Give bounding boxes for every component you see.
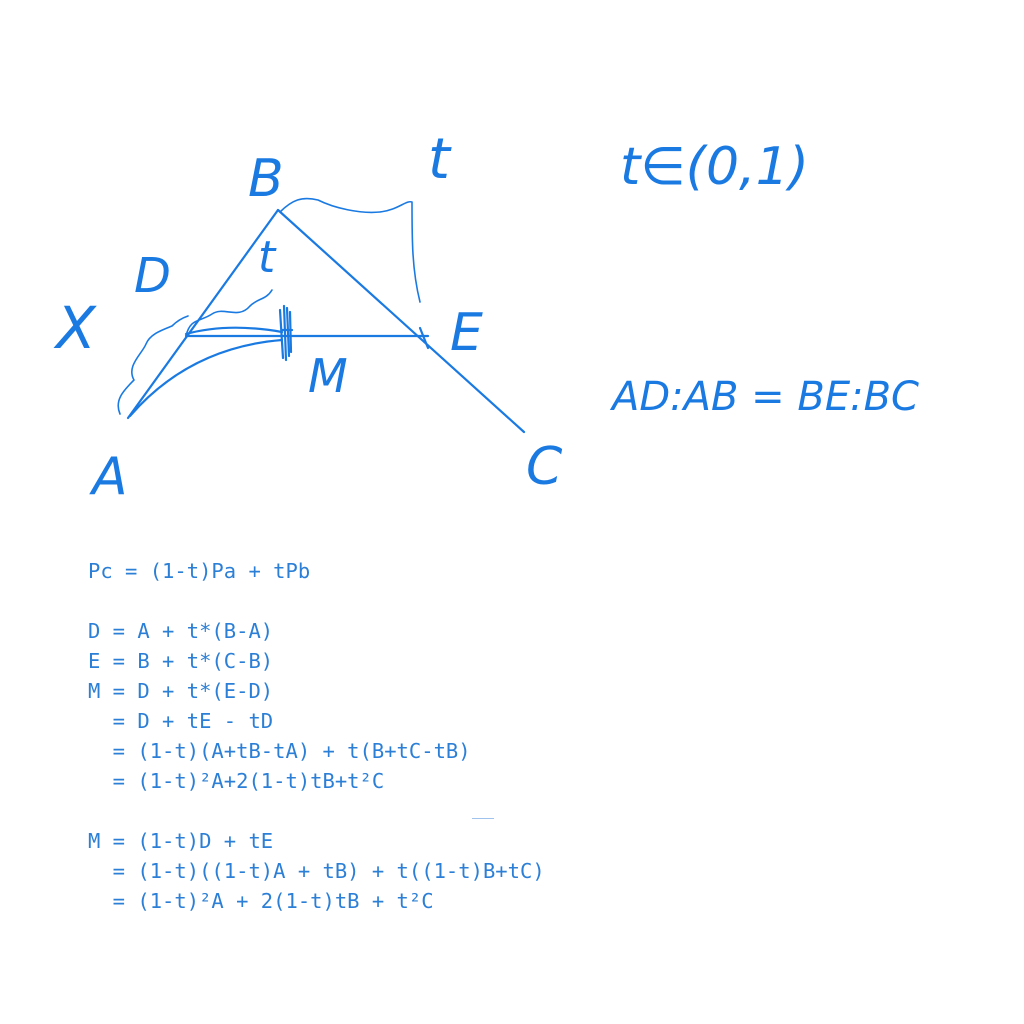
brace-be bbox=[279, 197, 421, 303]
label-d: D bbox=[134, 248, 171, 304]
label-t-inner: t bbox=[258, 232, 277, 283]
label-e: E bbox=[450, 303, 483, 363]
formula-line: E = B + t*(C-B) bbox=[88, 649, 274, 673]
brace-dm bbox=[185, 289, 273, 337]
stray-mark bbox=[472, 818, 494, 819]
brace-ad bbox=[117, 315, 189, 415]
bezier-curve bbox=[128, 338, 284, 418]
formula-line bbox=[88, 586, 545, 616]
formula-line: = (1-t)(A+tB-tA) + t(B+tC-tB) bbox=[88, 739, 471, 763]
point-m-marker bbox=[278, 304, 294, 362]
label-b: B bbox=[248, 149, 284, 209]
formula-line: M = (1-t)D + tE bbox=[88, 829, 274, 853]
segment-bc bbox=[276, 208, 526, 434]
formula-line: Pc = (1-t)Pa + tPb bbox=[88, 559, 311, 583]
formula-block: Pc = (1-t)Pa + tPb D = A + t*(B-A) E = B +… bbox=[88, 556, 545, 916]
formula-line: D = A + t*(B-A) bbox=[88, 619, 274, 643]
formula-line: = (1-t)²A + 2(1-t)tB + t²C bbox=[88, 889, 434, 913]
label-t-top: t bbox=[428, 127, 452, 192]
formula-line bbox=[88, 796, 545, 826]
arrow-dm bbox=[184, 326, 284, 336]
ratio-annotation: AD:AB = BE:BC bbox=[609, 374, 919, 420]
tick-e bbox=[418, 326, 430, 350]
formula-line: = D + tE - tD bbox=[88, 709, 274, 733]
formula-line: = (1-t)((1-t)A + tB) + t((1-t)B+tC) bbox=[88, 859, 545, 883]
label-a: A bbox=[89, 447, 128, 507]
formula-line: M = D + t*(E-D) bbox=[88, 679, 274, 703]
segment-ab bbox=[126, 208, 280, 420]
label-m: M bbox=[308, 349, 348, 403]
formula-line: = (1-t)²A+2(1-t)tB+t²C bbox=[88, 769, 385, 793]
label-x: X bbox=[53, 294, 97, 362]
label-c: C bbox=[526, 437, 563, 497]
parameter-range-annotation: t∈(0,1) bbox=[620, 137, 809, 197]
